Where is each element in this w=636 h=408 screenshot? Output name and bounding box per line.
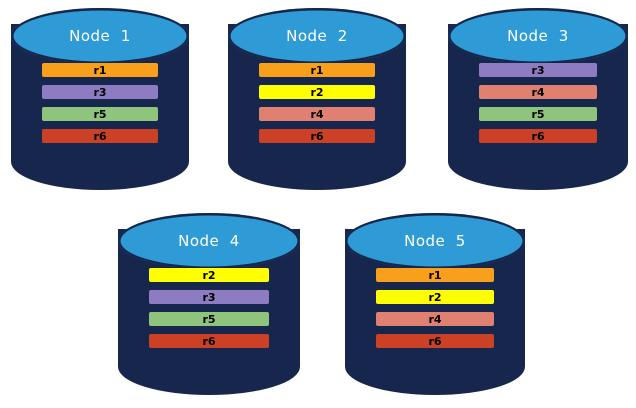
cylinder-top-ellipse [11,8,189,64]
node-label: Node 2 [286,27,348,45]
cylinder-top-ellipse [228,8,406,64]
node-label: Node 1 [69,27,131,45]
replica-bar[interactable]: r1 [375,267,495,283]
replica-bar[interactable]: r2 [375,289,495,305]
replica-bar[interactable]: r4 [375,311,495,327]
database-node-2[interactable]: Node 2 r1 r2 r4 r6 [228,8,406,190]
node-label: Node 4 [178,232,240,250]
replica-bar[interactable]: r6 [41,128,159,144]
replica-bar[interactable]: r6 [258,128,376,144]
replica-bar[interactable]: r6 [478,128,598,144]
database-node-1[interactable]: Node 1 r1 r3 r5 r6 [11,8,189,190]
node-label: Node 5 [404,232,466,250]
replica-bar[interactable]: r3 [41,84,159,100]
replica-bar[interactable]: r3 [148,289,270,305]
replica-bar[interactable]: r4 [478,84,598,100]
replica-list: r2 r3 r5 r6 [148,267,270,349]
database-node-4[interactable]: Node 4 r2 r3 r5 r6 [118,213,300,395]
database-node-3[interactable]: Node 3 r3 r4 r5 r6 [448,8,628,190]
replica-bar[interactable]: r6 [375,333,495,349]
replica-list: r1 r2 r4 r6 [375,267,495,349]
replica-list: r1 r2 r4 r6 [258,62,376,144]
replica-bar[interactable]: r2 [258,84,376,100]
database-cylinder-icon [228,8,406,190]
cylinder-top-ellipse [345,213,525,269]
replica-bar[interactable]: r1 [258,62,376,78]
replica-bar[interactable]: r5 [148,311,270,327]
database-cylinder-icon [11,8,189,190]
replica-bar[interactable]: r5 [478,106,598,122]
replica-bar[interactable]: r6 [148,333,270,349]
replica-bar[interactable]: r2 [148,267,270,283]
replica-list: r1 r3 r5 r6 [41,62,159,144]
node-label: Node 3 [507,27,569,45]
database-node-5[interactable]: Node 5 r1 r2 r4 r6 [345,213,525,395]
cylinder-top-ellipse [118,213,300,269]
replica-bar[interactable]: r1 [41,62,159,78]
cylinder-top-ellipse [448,8,628,64]
replica-bar[interactable]: r5 [41,106,159,122]
replica-bar[interactable]: r4 [258,106,376,122]
replica-list: r3 r4 r5 r6 [478,62,598,144]
replica-bar[interactable]: r3 [478,62,598,78]
